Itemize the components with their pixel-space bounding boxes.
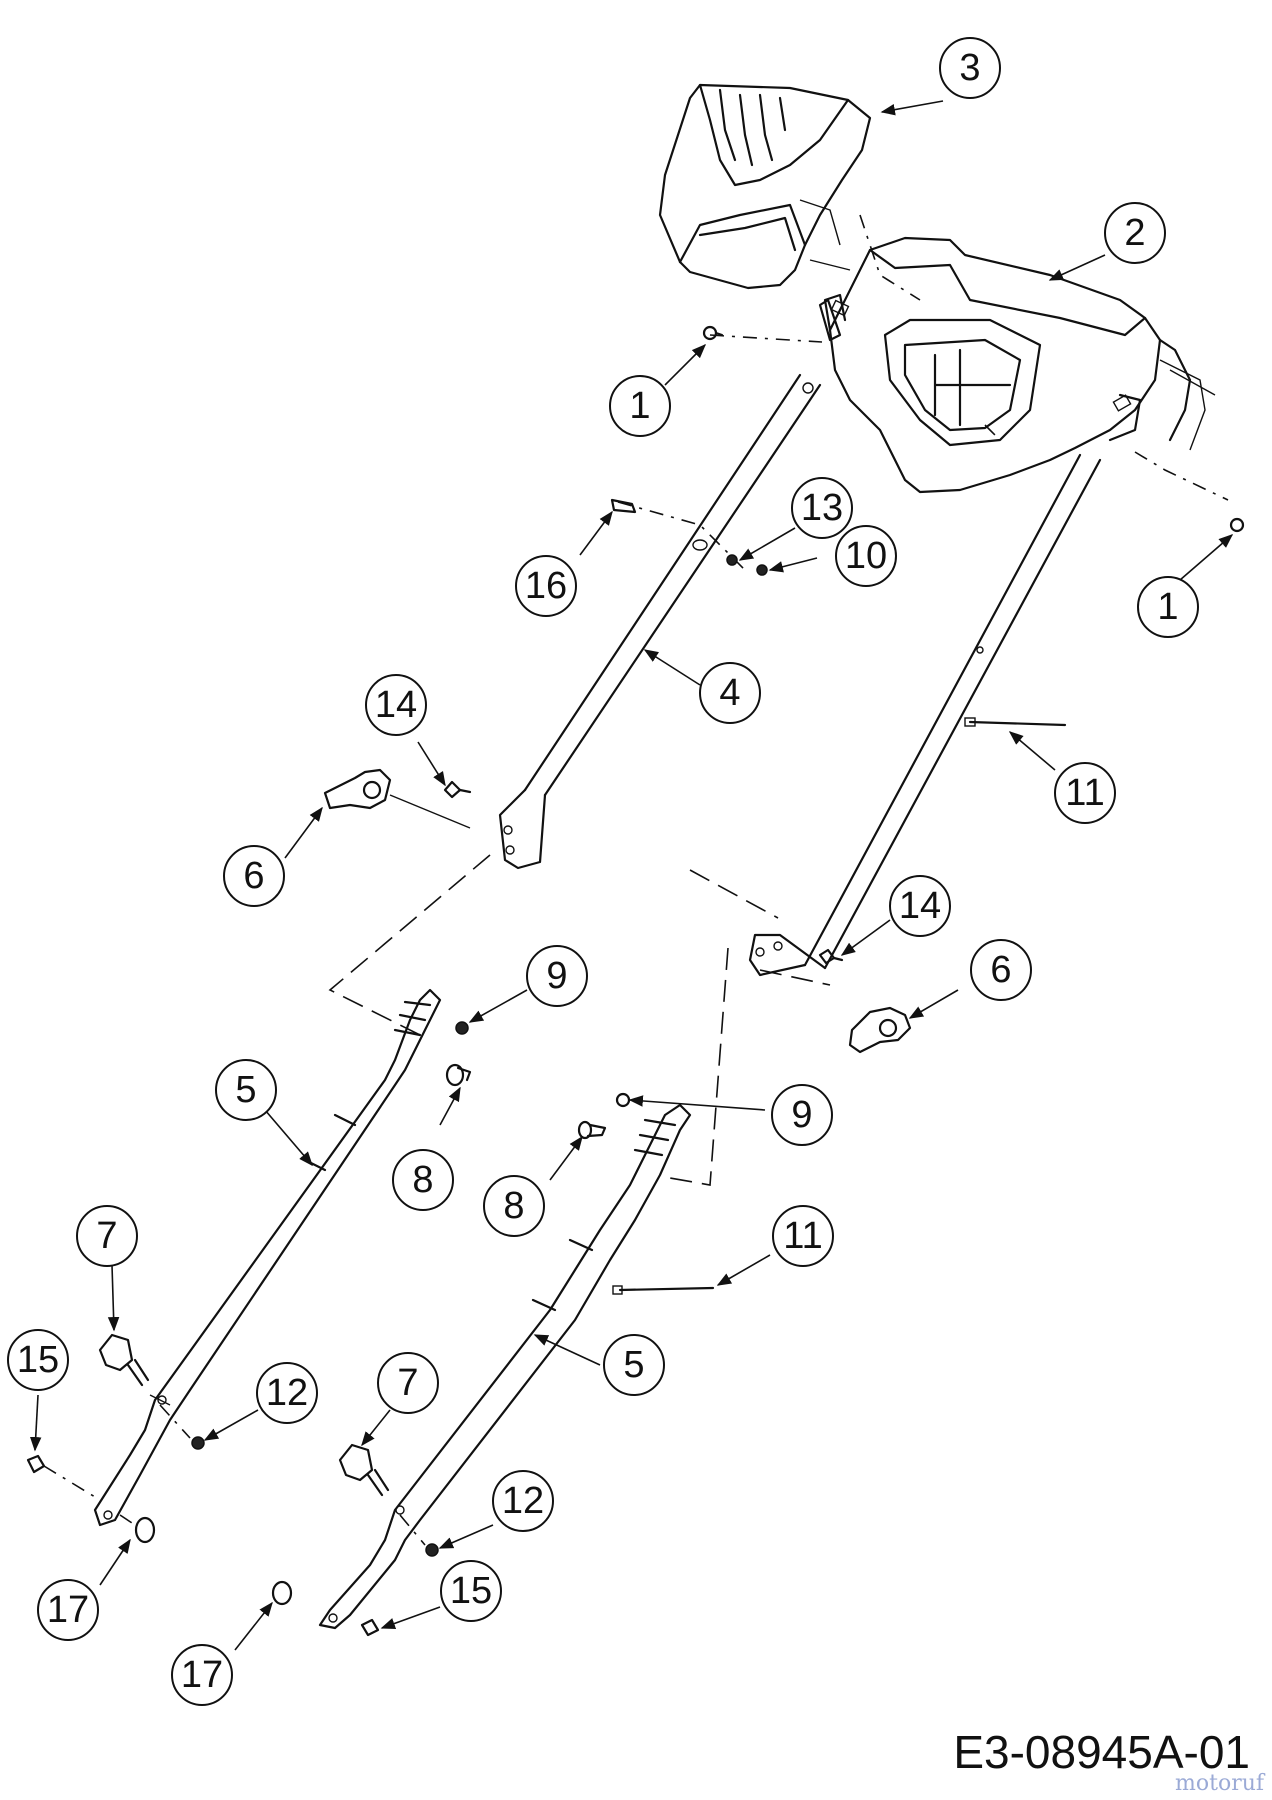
- svg-text:9: 9: [791, 1094, 812, 1136]
- svg-text:14: 14: [899, 885, 941, 927]
- callout-14-left: 14: [365, 674, 427, 736]
- lower-handle-left-part: [93, 988, 442, 1527]
- screw-1-left-part: [702, 325, 724, 341]
- callout-17-right: 17: [171, 1644, 233, 1706]
- console-housing-part: [818, 236, 1216, 494]
- callout-15-left: 15: [7, 1329, 69, 1391]
- callout-12-right: 12: [492, 1470, 554, 1532]
- screw-14-right-part: [818, 948, 844, 965]
- knob-6-left-part: [323, 768, 471, 829]
- callout-4: 4: [699, 662, 761, 724]
- knob-6-right-part: [848, 1006, 912, 1054]
- svg-text:14: 14: [375, 684, 417, 726]
- svg-text:12: 12: [266, 1372, 308, 1414]
- svg-text:8: 8: [412, 1159, 433, 1201]
- nut-9-lower-part: [615, 1092, 631, 1108]
- callout-12-left: 12: [256, 1362, 318, 1424]
- callout-6-right: 6: [970, 939, 1032, 1001]
- svg-text:6: 6: [990, 949, 1011, 991]
- callout-1-right: 1: [1137, 576, 1199, 638]
- callout-3: 3: [939, 37, 1001, 99]
- callout-6-left: 6: [223, 845, 285, 907]
- callout-1-left: 1: [609, 375, 671, 437]
- svg-text:5: 5: [623, 1344, 644, 1386]
- cable-tie-upper-part: [964, 717, 1067, 727]
- svg-text:13: 13: [801, 487, 843, 529]
- screw-1-right-part: [1229, 517, 1245, 533]
- screw-15-left-part: [26, 1454, 101, 1501]
- svg-text:1: 1: [1157, 586, 1178, 628]
- callout-5-left: 5: [215, 1059, 277, 1121]
- callout-17-left: 17: [37, 1579, 99, 1641]
- callout-8-lower: 8: [483, 1175, 545, 1237]
- svg-text:2: 2: [1124, 212, 1145, 254]
- svg-text:16: 16: [525, 565, 567, 607]
- pin-8-lower-part: [577, 1120, 607, 1140]
- svg-text:15: 15: [450, 1570, 492, 1612]
- callout-14-right: 14: [889, 875, 951, 937]
- washer-17-right-part: [271, 1580, 293, 1606]
- watermark-logo: motoruf: [1175, 1771, 1266, 1796]
- lower-handle-right-part: [318, 1103, 692, 1630]
- nut-9-upper-part: [455, 1021, 469, 1035]
- knob-7-left-part: [98, 1333, 150, 1387]
- svg-text:12: 12: [502, 1480, 544, 1522]
- callout-8-upper: 8: [392, 1149, 454, 1211]
- nut-12-right-part: [425, 1543, 439, 1557]
- screw-14-left-part: [443, 780, 472, 799]
- callout-9-upper: 9: [526, 945, 588, 1007]
- svg-text:3: 3: [959, 47, 980, 89]
- svg-text:9: 9: [546, 955, 567, 997]
- console-cover-part: [658, 83, 872, 290]
- svg-text:4: 4: [719, 672, 740, 714]
- svg-text:11: 11: [783, 1215, 822, 1257]
- callout-7-right: 7: [377, 1352, 439, 1414]
- svg-text:5: 5: [235, 1069, 256, 1111]
- svg-text:17: 17: [181, 1654, 223, 1696]
- callout-15-right: 15: [440, 1560, 502, 1622]
- pin-8-upper-part: [445, 1063, 472, 1087]
- callout-9-lower: 9: [771, 1084, 833, 1146]
- svg-text:15: 15: [17, 1339, 59, 1381]
- svg-text:7: 7: [96, 1215, 117, 1257]
- callout-10: 10: [835, 525, 897, 587]
- washer-17-left-part: [134, 1516, 156, 1544]
- knob-7-right-part: [338, 1443, 390, 1497]
- callout-13: 13: [791, 477, 853, 539]
- callout-5-right: 5: [603, 1334, 665, 1396]
- upper-handle-part: [498, 373, 1102, 977]
- washer-13-part: [726, 554, 738, 566]
- nut-12-left-part: [191, 1436, 205, 1450]
- svg-text:7: 7: [397, 1362, 418, 1404]
- svg-text:11: 11: [1065, 772, 1104, 814]
- svg-text:8: 8: [503, 1185, 524, 1227]
- callout-11-lower: 11: [772, 1205, 834, 1267]
- callout-7-left: 7: [76, 1205, 138, 1267]
- nut-10-part: [756, 564, 768, 576]
- svg-text:17: 17: [47, 1589, 89, 1631]
- diagram-code: E3-08945A-01: [953, 1726, 1250, 1778]
- callout-11-upper: 11: [1054, 762, 1116, 824]
- svg-text:1: 1: [629, 385, 650, 427]
- callout-2: 2: [1104, 202, 1166, 264]
- callout-16: 16: [515, 555, 577, 617]
- svg-text:6: 6: [243, 855, 264, 897]
- svg-text:10: 10: [845, 535, 887, 577]
- screw-15-right-part: [360, 1618, 380, 1637]
- bolt-16-part: [610, 498, 637, 514]
- cable-tie-lower-part: [612, 1285, 715, 1295]
